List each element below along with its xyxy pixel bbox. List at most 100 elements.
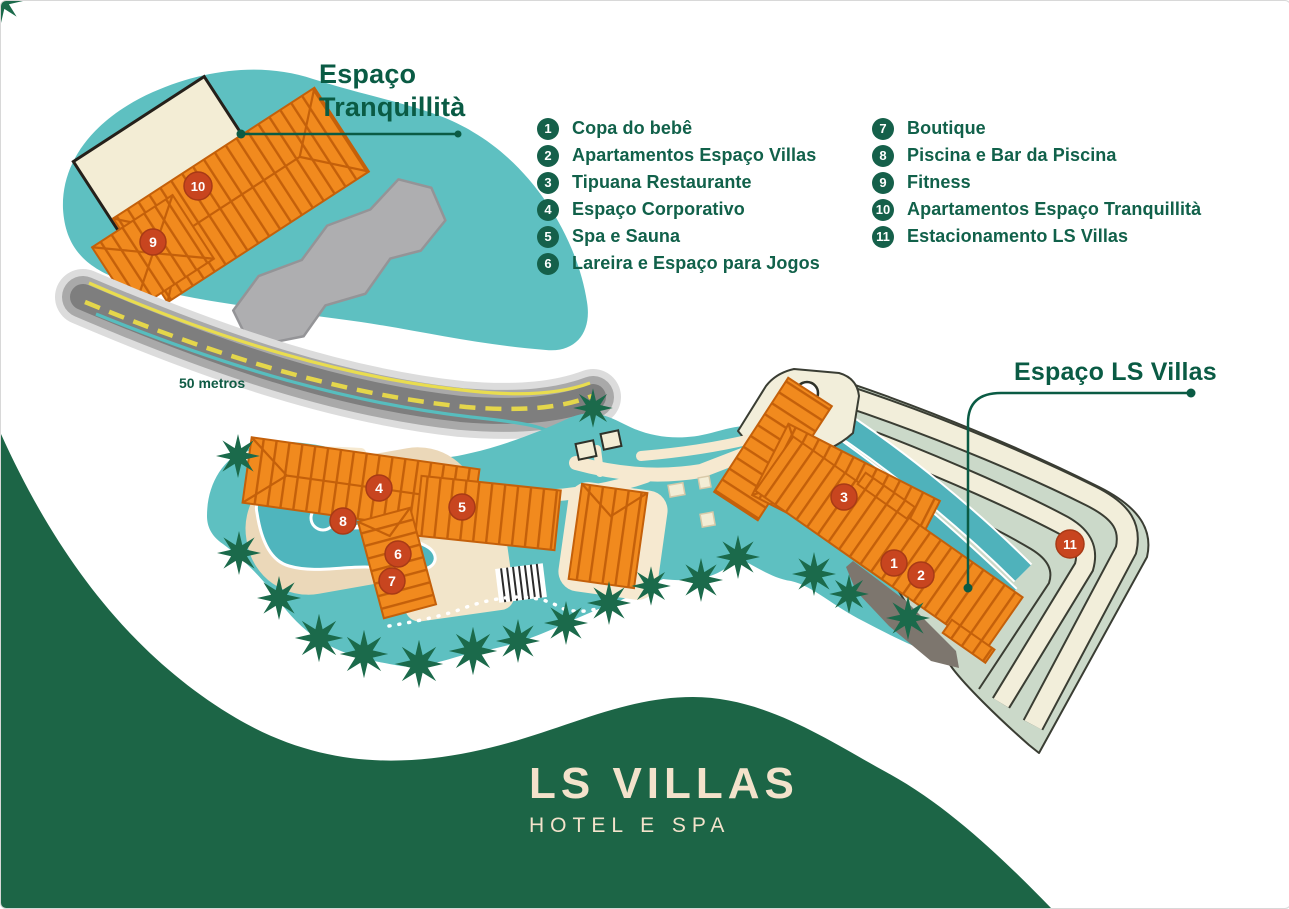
legend-label: Piscina e Bar da Piscina: [907, 145, 1117, 165]
legend-label: Lareira e Espaço para Jogos: [572, 253, 820, 273]
title-espaco-tranquillita: Espaço Tranquillità: [319, 58, 465, 124]
title-line-2: Tranquillità: [319, 92, 466, 122]
legend-label: Spa e Sauna: [572, 226, 681, 246]
title-espaco-ls-villas: Espaço LS Villas: [1014, 358, 1217, 386]
legend-column-2: 7 Boutique 8 Piscina e Bar da Piscina 9 …: [872, 115, 1201, 250]
legend-item: 10 Apartamentos Espaço Tranquillità: [872, 196, 1201, 223]
tree: [679, 558, 723, 602]
trees: [1, 1, 930, 689]
title-line-1: Espaço: [319, 59, 417, 89]
tree: [217, 531, 261, 575]
svg-text:11: 11: [1063, 537, 1077, 552]
road-line-solid: [88, 281, 591, 396]
legend-item: 11 Estacionamento LS Villas: [872, 223, 1201, 250]
tree: [587, 581, 631, 625]
svg-text:7: 7: [388, 573, 396, 589]
building-central-roof: [567, 482, 649, 590]
badge-6: 6: [384, 540, 412, 568]
tree: [631, 566, 671, 606]
svg-text:10: 10: [191, 179, 205, 194]
badge-5: 5: [448, 493, 476, 521]
building-5-roof: [414, 474, 562, 552]
ls-villas-area: [207, 368, 1150, 754]
legend-number-badge: 1: [537, 117, 559, 140]
tree: [257, 576, 301, 620]
badge-7: 7: [378, 567, 406, 595]
tree: [573, 388, 613, 428]
legend-item: 9 Fitness: [872, 169, 1201, 196]
tranquillita-gray-building: [231, 178, 447, 344]
tree: [448, 626, 498, 676]
tree: [496, 619, 540, 663]
legend-number-badge: 4: [537, 198, 559, 221]
tree: [886, 596, 930, 640]
legend-number-badge: 8: [872, 144, 894, 167]
legend-item: 4 Espaço Corporativo: [537, 196, 820, 223]
logo-subtitle: HOTEL E SPA: [529, 814, 731, 837]
tree: [544, 601, 588, 645]
legend-label: Boutique: [907, 118, 986, 138]
legend-label: Espaço Corporativo: [572, 199, 745, 219]
striped-parking: [495, 563, 547, 603]
legend-number-badge: 9: [872, 171, 894, 194]
svg-text:8: 8: [339, 513, 347, 529]
legend-item: 7 Boutique: [872, 115, 1201, 142]
legend-item: 5 Spa e Sauna: [537, 223, 820, 250]
connector-ls-villas: [963, 388, 1196, 593]
logo-name: LS VILLAS: [529, 759, 799, 808]
scale-label: 50 metros: [179, 375, 246, 391]
map-badges: 1 2 3 4 5 6 7 8: [139, 171, 1085, 595]
legend-number-badge: 6: [537, 252, 559, 275]
legend-label: Estacionamento LS Villas: [907, 226, 1129, 246]
badge-9: 9: [139, 228, 167, 256]
badge-10: 10: [183, 171, 213, 201]
legend-item: 2 Apartamentos Espaço Villas: [537, 142, 820, 169]
svg-text:6: 6: [394, 546, 402, 562]
badge-4: 4: [365, 474, 393, 502]
tree: [394, 639, 444, 689]
legend-label: Apartamentos Espaço Tranquillità: [907, 199, 1202, 219]
road-line-dashed: [84, 299, 593, 412]
brand-logo: LS VILLAS HOTEL E SPA: [529, 761, 799, 838]
legend-label: Copa do bebê: [572, 118, 693, 138]
badge-3: 3: [830, 483, 858, 511]
legend-number-badge: 11: [872, 225, 894, 248]
tree: [792, 552, 836, 596]
legend-column-1: 1 Copa do bebê 2 Apartamentos Espaço Vil…: [537, 115, 820, 277]
legend-item: 3 Tipuana Restaurante: [537, 169, 820, 196]
badge-8: 8: [329, 507, 357, 535]
legend-item: 8 Piscina e Bar da Piscina: [872, 142, 1201, 169]
court-structures: [667, 475, 716, 528]
tree: [294, 613, 344, 663]
svg-text:1: 1: [890, 555, 898, 571]
svg-text:5: 5: [458, 499, 466, 515]
legend-label: Tipuana Restaurante: [572, 172, 752, 192]
svg-text:4: 4: [375, 480, 383, 496]
road: [55, 269, 621, 472]
legend-number-badge: 5: [537, 225, 559, 248]
legend-number-badge: 7: [872, 117, 894, 140]
svg-text:3: 3: [840, 489, 848, 505]
badge-11: 11: [1055, 529, 1085, 559]
legend-label: Apartamentos Espaço Villas: [572, 145, 817, 165]
legend-number-badge: 10: [872, 198, 894, 221]
dotted-path: [387, 595, 618, 628]
legend-number-badge: 2: [537, 144, 559, 167]
legend-label: Fitness: [907, 172, 971, 192]
badge-2: 2: [907, 561, 935, 589]
legend-item: 6 Lareira e Espaço para Jogos: [537, 250, 820, 277]
building-1-2-roof: [753, 435, 1025, 665]
tree: [339, 629, 389, 679]
legend-item: 1 Copa do bebê: [537, 115, 820, 142]
legend-number-badge: 3: [537, 171, 559, 194]
badge-1: 1: [880, 549, 908, 577]
svg-text:2: 2: [917, 567, 925, 583]
brand-wave: [1, 434, 1051, 908]
tree: [829, 574, 869, 614]
tree: [716, 535, 760, 579]
gate-posts: [574, 429, 623, 461]
svg-text:9: 9: [149, 234, 157, 250]
connector-tranquillita: [236, 129, 462, 139]
